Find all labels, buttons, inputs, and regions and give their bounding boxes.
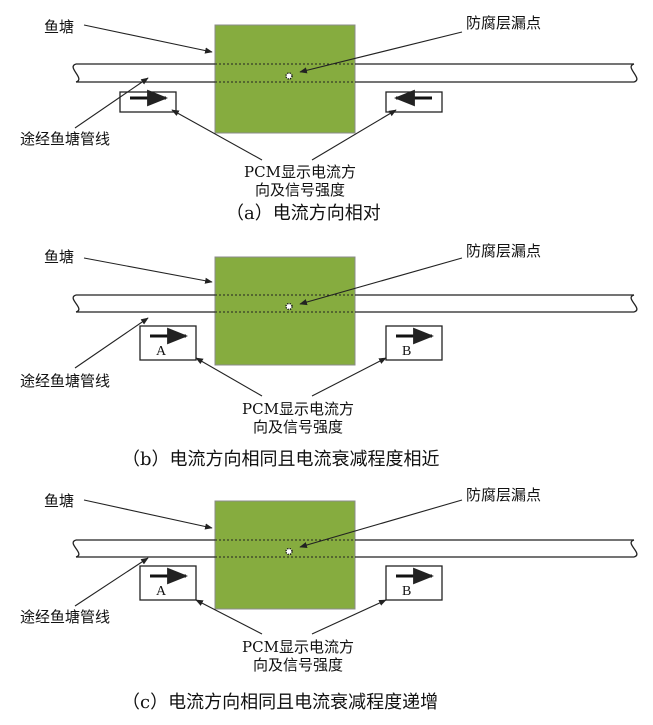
pipe-end-right-c xyxy=(630,539,638,558)
pipe-label-b: 途经鱼塘管线 xyxy=(20,372,111,390)
pcm-label-a: PCM显示电流方 向及信号强度 xyxy=(220,163,380,199)
leader-pipe-b xyxy=(74,317,149,369)
leak-point-c xyxy=(285,547,293,556)
leader-pipe-a xyxy=(74,77,149,129)
pcm-box-right-a xyxy=(385,91,443,113)
pipe-end-left-b xyxy=(72,294,80,313)
leader-pond-b xyxy=(83,257,213,284)
caption-b: （b）电流方向相同且电流衰减程度相近 xyxy=(122,449,440,470)
leader-pcm-right-a xyxy=(311,109,397,161)
leak-label-c: 防腐层漏点 xyxy=(466,486,542,504)
pipe-end-left-c xyxy=(72,539,80,558)
pipe-end-right-a xyxy=(630,63,638,83)
pond-c xyxy=(214,500,356,610)
pipe-end-left-a xyxy=(72,63,80,83)
pcm-label-a-line1: PCM显示电流方 xyxy=(244,163,356,181)
pcm-box-letter-left-b: A xyxy=(156,344,167,359)
pond-label-c: 鱼塘 xyxy=(44,492,75,510)
leader-leak-c xyxy=(299,499,463,549)
leak-label-a: 防腐层漏点 xyxy=(466,14,542,32)
pipe-end-right-b xyxy=(630,294,638,313)
pcm-label-c-line2: 向及信号强度 xyxy=(252,656,343,674)
pcm-label-b-line2: 向及信号强度 xyxy=(252,418,343,436)
pcm-box-letter-right-c: B xyxy=(402,584,411,599)
pcm-label-c-line1: PCM显示电流方 xyxy=(242,638,354,656)
caption-c: （c）电流方向相同且电流衰减程度递增 xyxy=(122,692,439,713)
pcm-label-c: PCM显示电流方 向及信号强度 xyxy=(218,638,378,674)
pcm-label-b-line1: PCM显示电流方 xyxy=(242,400,354,418)
pond-label-a: 鱼塘 xyxy=(44,18,75,36)
pipe-label-c: 途经鱼塘管线 xyxy=(20,608,111,626)
leader-pcm-left-b xyxy=(195,357,263,397)
pcm-box-left-b xyxy=(139,325,197,361)
pipe-label-a: 途经鱼塘管线 xyxy=(20,130,111,148)
leader-pcm-right-b xyxy=(311,357,387,397)
pond-a xyxy=(214,24,356,134)
leak-point-a xyxy=(285,72,293,80)
pcm-box-right-c xyxy=(385,565,443,601)
pond-label-b: 鱼塘 xyxy=(44,248,75,266)
pcm-label-a-line2: 向及信号强度 xyxy=(254,181,345,199)
pond-b xyxy=(214,256,356,366)
caption-a: （a）电流方向相对 xyxy=(226,203,381,224)
pcm-box-left-a xyxy=(119,91,177,113)
leader-leak-a xyxy=(299,31,463,74)
leader-pcm-left-c xyxy=(195,599,263,635)
leader-pond-c xyxy=(83,499,213,530)
pcm-box-letter-right-b: B xyxy=(402,344,411,359)
pcm-box-left-c xyxy=(139,565,197,601)
leader-pond-a xyxy=(83,24,213,54)
pcm-label-b: PCM显示电流方 向及信号强度 xyxy=(218,400,378,436)
leak-point-b xyxy=(285,302,293,311)
leader-pipe-c xyxy=(74,557,149,607)
pcm-box-right-b xyxy=(385,325,443,361)
leader-pcm-left-a xyxy=(171,109,263,161)
pcm-box-letter-left-c: A xyxy=(156,584,167,599)
leader-pcm-right-c xyxy=(311,599,387,635)
leak-label-b: 防腐层漏点 xyxy=(466,242,542,260)
leader-leak-b xyxy=(299,257,463,306)
